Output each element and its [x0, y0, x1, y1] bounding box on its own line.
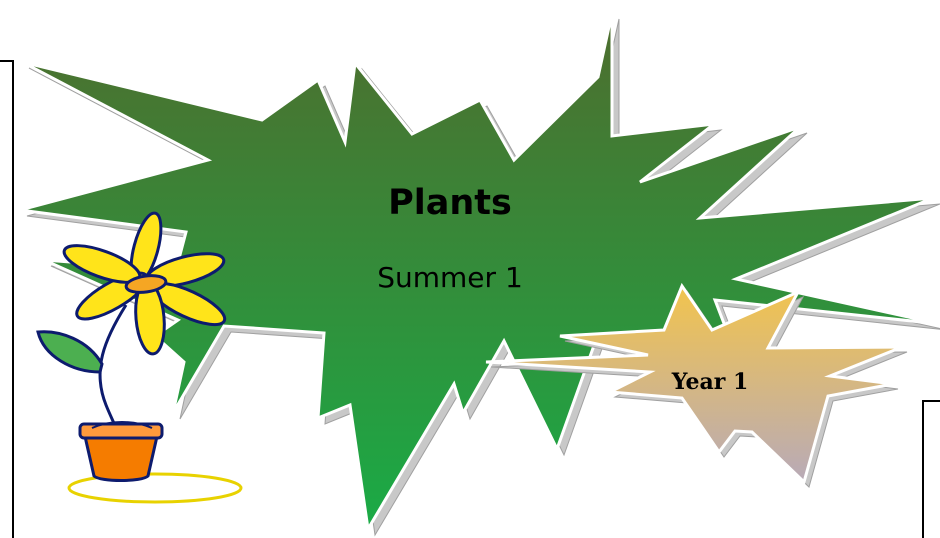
frame-left-border — [12, 62, 14, 538]
frame-right-top — [922, 400, 940, 402]
frame-right-border — [922, 402, 924, 538]
banner-title: Plants — [388, 183, 512, 223]
flower-pot-soil — [91, 421, 153, 429]
flower-pot-rim — [78, 422, 164, 440]
year-badge-starburst — [485, 282, 908, 488]
pot-shadow-ellipse — [67, 472, 243, 504]
flower-leaf — [36, 330, 104, 374]
flower-pot — [82, 430, 160, 482]
year-badge-label: Year 1 — [671, 369, 749, 395]
flower-pot-clipart — [36, 211, 243, 504]
banner-subtitle: Summer 1 — [377, 261, 523, 294]
frame-top-border — [0, 60, 14, 62]
flower-stem — [98, 304, 128, 441]
year-badge-body — [485, 282, 903, 485]
flower-center — [124, 274, 168, 294]
